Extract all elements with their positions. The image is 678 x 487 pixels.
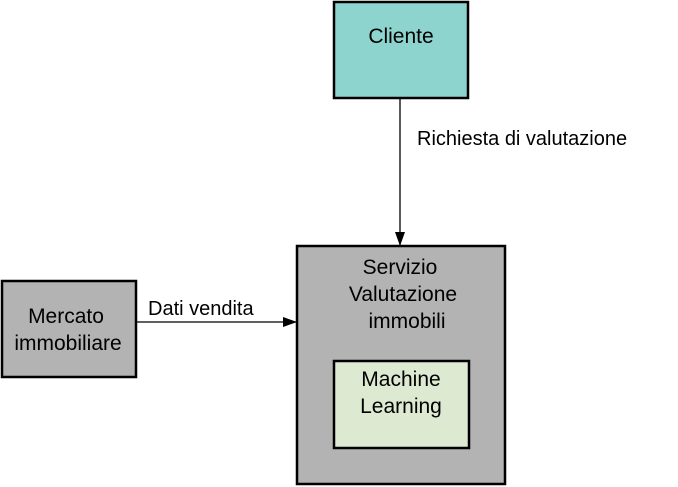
servizio-label-line-3: immobili <box>368 310 445 333</box>
cliente-box <box>332 0 470 100</box>
cliente-label: Cliente <box>368 25 433 48</box>
mercato-label-line-2: immobiliare <box>14 332 121 355</box>
mercato-box <box>0 279 138 379</box>
machine-learning-label-line-2: Learning <box>360 395 442 418</box>
machine-learning-node: Machine Learning <box>332 359 471 450</box>
servizio-node: Servizio Valutazione immobili Machine Le… <box>295 244 507 486</box>
dati-vendita-label: Dati vendita <box>148 298 254 320</box>
servizio-label-line-2: Valutazione <box>349 283 457 306</box>
mercato-node: Mercato immobiliare <box>0 279 138 379</box>
mercato-label-line-1: Mercato <box>28 305 104 328</box>
richiesta-label: Richiesta di valutazione <box>417 128 627 150</box>
servizio-label-line-1: Servizio <box>363 256 438 279</box>
cliente-node: Cliente <box>332 0 470 100</box>
machine-learning-label-line-1: Machine <box>361 368 440 391</box>
machine-learning-box <box>332 359 471 450</box>
